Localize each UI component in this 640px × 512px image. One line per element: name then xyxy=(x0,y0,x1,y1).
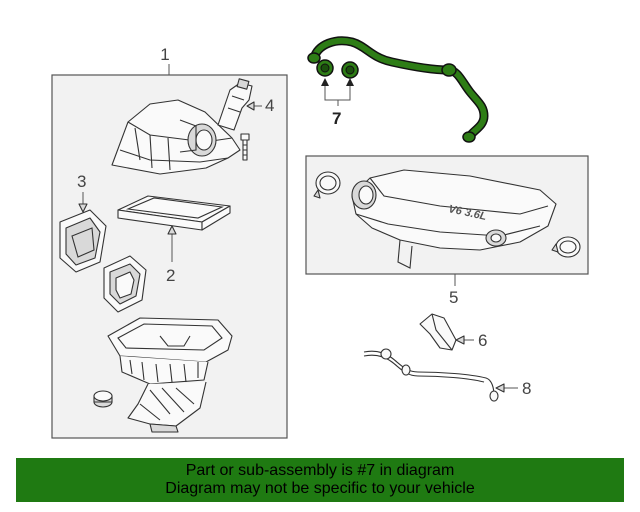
bolt[interactable] xyxy=(240,133,250,161)
hose-clamp-right[interactable] xyxy=(551,236,581,258)
hose-clamp-left[interactable] xyxy=(313,171,341,199)
callout-8[interactable]: 8 xyxy=(522,379,531,398)
callout-1[interactable]: 1 xyxy=(160,45,169,64)
pcv-tube[interactable] xyxy=(363,348,499,402)
callout-2[interactable]: 2 xyxy=(166,266,175,285)
engine-cover[interactable]: V6 3.6L xyxy=(351,169,557,269)
air-cleaner-cover[interactable] xyxy=(111,99,241,175)
air-filter-element[interactable] xyxy=(117,195,231,231)
air-duct-seal[interactable] xyxy=(59,209,107,273)
vent-hose-highlighted[interactable] xyxy=(307,36,489,143)
callout-6[interactable]: 6 xyxy=(478,331,487,350)
info-banner: Part or sub-assembly is #7 in diagram Di… xyxy=(16,458,624,502)
grommet[interactable] xyxy=(93,390,113,408)
hose-fitting-left[interactable] xyxy=(316,59,334,77)
air-cleaner-assembly-panel: 1 4 3 xyxy=(51,45,288,439)
callout-5[interactable]: 5 xyxy=(449,288,458,307)
mass-air-flow-sensor[interactable] xyxy=(217,78,253,131)
callout-3[interactable]: 3 xyxy=(77,172,86,191)
bracket[interactable] xyxy=(419,313,457,351)
engine-cover-panel: V6 3.6L 5 xyxy=(305,155,589,307)
banner-line-1: Part or sub-assembly is #7 in diagram xyxy=(185,462,455,479)
callout-4[interactable]: 4 xyxy=(265,96,274,115)
hose-fitting-right[interactable] xyxy=(341,61,359,79)
inlet-duct[interactable] xyxy=(103,255,147,313)
callout-7[interactable]: 7 xyxy=(332,109,341,128)
banner-line-2: Diagram may not be specific to your vehi… xyxy=(165,480,475,497)
air-cleaner-lower-housing[interactable] xyxy=(107,317,233,433)
